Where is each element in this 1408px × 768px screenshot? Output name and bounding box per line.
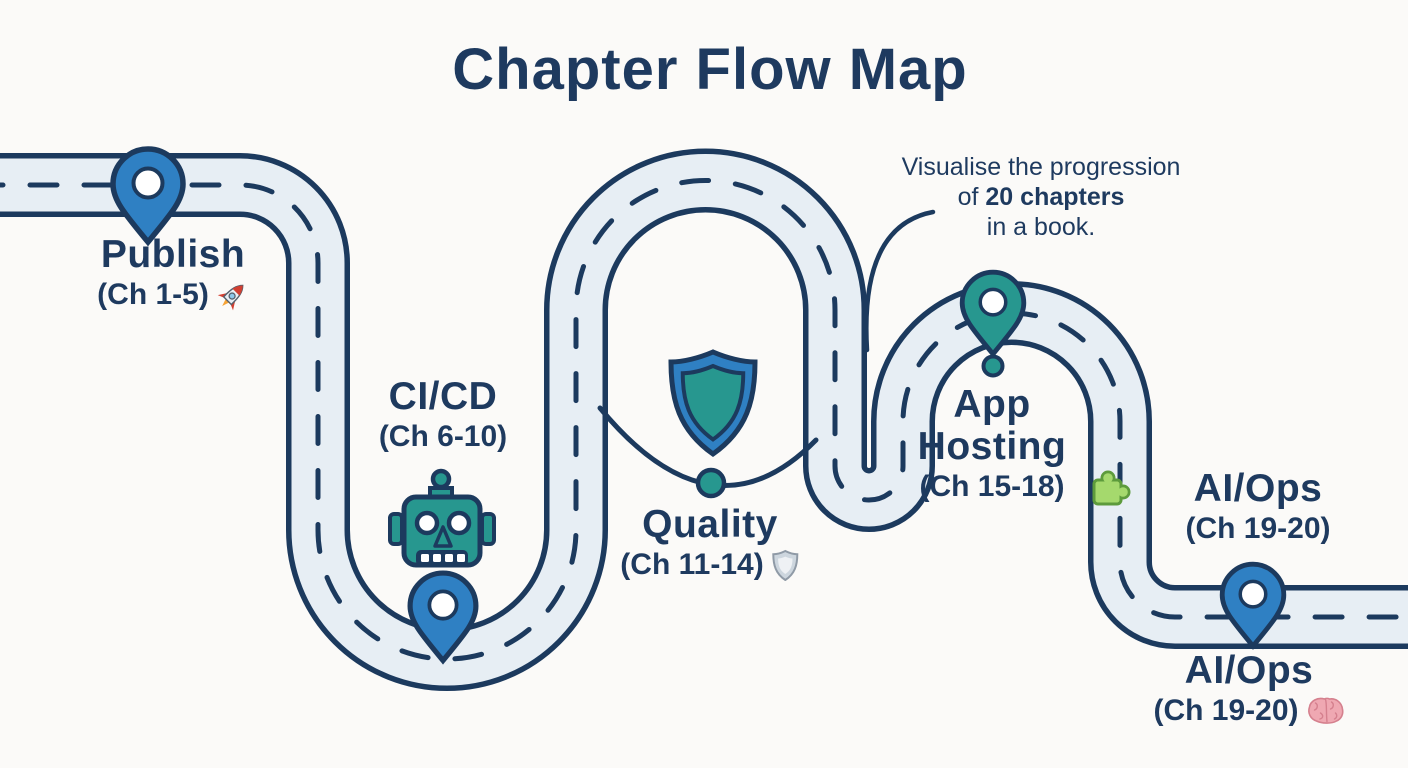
milestone-cicd: CI/CD (Ch 6-10) — [379, 376, 507, 456]
publish-pin-icon — [113, 149, 183, 242]
milestone-publish: Publish (Ch 1-5) — [97, 234, 249, 314]
annotation-arrow — [864, 209, 936, 353]
milestone-quality: Quality (Ch 11-14) — [620, 504, 799, 584]
rocket-emoji — [217, 284, 244, 311]
annotation-line-1: Visualise the progression — [901, 153, 1181, 181]
milestone-sub: (Ch 1-5) — [97, 276, 249, 314]
milestone-label-line2: Hosting — [917, 425, 1067, 468]
milestone-label-line1: App — [953, 383, 1031, 426]
annotation-line-2: of 20 chapters — [957, 183, 1125, 211]
page-title: Chapter Flow Map — [452, 37, 968, 102]
milestone-label: Publish — [100, 233, 246, 276]
milestone-app-hosting: App Hosting (Ch 15-18) — [918, 384, 1067, 506]
milestone-sub: (Ch 6-10) — [378, 420, 508, 453]
brain-emoji — [1308, 697, 1344, 724]
puzzle-piece-icon — [1092, 470, 1131, 506]
milestone-sub: (Ch 11-14) — [620, 546, 799, 584]
milestone-label: CI/CD — [388, 375, 498, 418]
annotation-note: Visualise the progression of 20 chapters… — [902, 152, 1181, 242]
milestone-aiops-lower: AI/Ops (Ch 19-20) — [1153, 650, 1344, 730]
quality-shield-icon — [668, 349, 758, 458]
annotation-line-3: in a book. — [986, 213, 1096, 241]
quality-node-dot — [695, 467, 727, 499]
milestone-sub: (Ch 19-20) — [1153, 692, 1344, 730]
robot-icon — [388, 468, 496, 568]
milestone-sub: (Ch 19-20) — [1185, 512, 1331, 545]
milestone-label: AI/Ops — [1193, 467, 1323, 510]
shield-emoji — [772, 549, 799, 581]
milestone-label: Quality — [642, 503, 778, 546]
milestone-sub: (Ch 15-18) — [919, 470, 1065, 503]
milestone-label: AI/Ops — [1184, 649, 1314, 692]
app-hosting-pin-dot — [981, 354, 1005, 378]
milestone-aiops-upper: AI/Ops (Ch 19-20) — [1185, 468, 1330, 548]
